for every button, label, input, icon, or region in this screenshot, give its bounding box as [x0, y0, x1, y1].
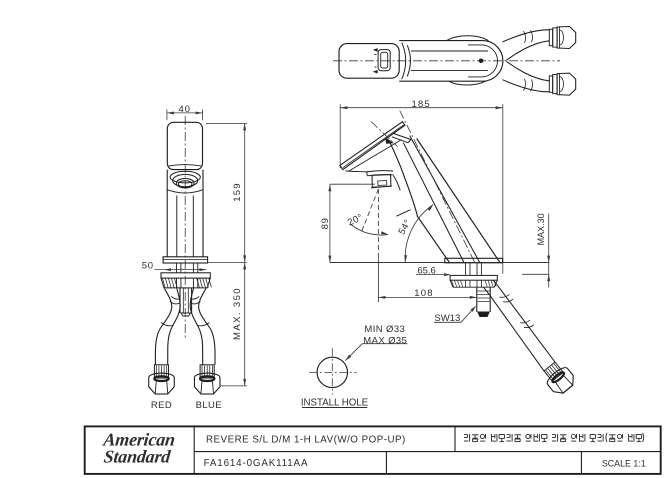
- svg-text:50: 50: [142, 261, 154, 272]
- svg-text:159: 159: [232, 182, 243, 201]
- svg-text:SW13: SW13: [434, 313, 460, 324]
- svg-text:MAX.30: MAX.30: [536, 213, 546, 245]
- svg-text:65.6: 65.6: [417, 266, 436, 277]
- svg-text:RED: RED: [151, 400, 172, 411]
- svg-text:MIN Ø33: MIN Ø33: [364, 324, 405, 335]
- svg-text:54°: 54°: [396, 218, 413, 237]
- svg-text:SCALE 1:1: SCALE 1:1: [602, 458, 646, 468]
- svg-text:American: American: [102, 430, 177, 450]
- svg-text:20°: 20°: [346, 212, 365, 229]
- svg-text:MAX. 350: MAX. 350: [232, 287, 243, 340]
- svg-text:40: 40: [179, 104, 191, 115]
- svg-text:185: 185: [411, 99, 430, 110]
- svg-text:108: 108: [414, 288, 433, 299]
- svg-text:INSTALL HOLE: INSTALL HOLE: [301, 398, 369, 409]
- svg-text:FA1614-0GAK111AA: FA1614-0GAK111AA: [204, 458, 309, 469]
- svg-text:89: 89: [320, 217, 331, 229]
- svg-text:Standard: Standard: [103, 447, 173, 467]
- svg-text:REVERE S/L D/M 1-H LAV(W/O POP: REVERE S/L D/M 1-H LAV(W/O POP-UP): [206, 435, 406, 446]
- svg-text:BLUE: BLUE: [196, 400, 222, 411]
- svg-text:MAX Ø35: MAX Ø35: [363, 336, 407, 347]
